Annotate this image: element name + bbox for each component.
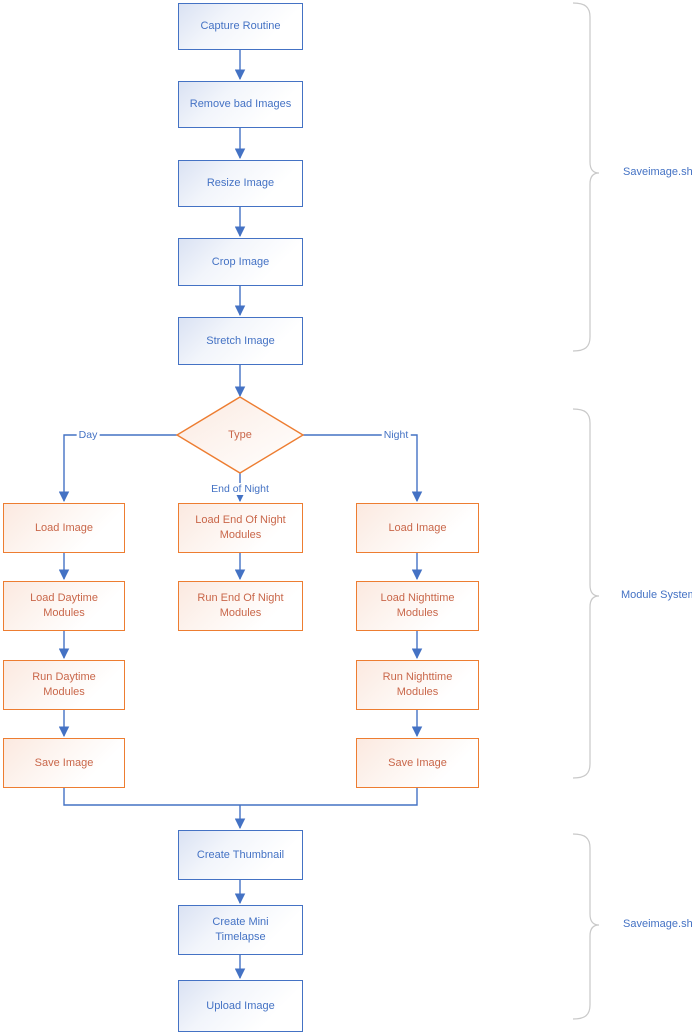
node-label: Resize Image [206,177,275,190]
node-label: Load Image [388,521,447,534]
node-crop-image: Crop Image [178,238,303,286]
node-remove-bad-images: Remove bad Images [178,81,303,128]
brace-label-saveimage-bottom: Saveimage.sh [623,918,692,930]
node-run-nighttime-modules: Run Nighttime Modules [356,660,479,710]
node-create-thumbnail: Create Thumbnail [178,830,303,880]
node-type-decision-shape [175,396,305,474]
node-label: Remove bad Images [189,98,292,111]
node-load-end-of-night-modules: Load End Of Night Modules [178,503,303,553]
edge-merge-bus [63,788,418,806]
node-run-daytime-modules: Run Daytime Modules [3,660,125,710]
node-label: Crop Image [211,255,270,268]
node-upload-image: Upload Image [178,980,303,1032]
node-label: Stretch Image [206,334,275,347]
brace-module-system [572,408,600,779]
node-load-image-day: Load Image [3,503,125,553]
node-label: Load End Of Night Modules [195,514,286,541]
node-label: Run Nighttime Modules [382,671,453,698]
brace-label-saveimage-top: Saveimage.sh [623,166,692,178]
node-label: Create Mini Timelapse [212,916,269,943]
node-label: Create Thumbnail [196,848,285,861]
brace-saveimage-top [572,2,600,352]
node-save-image-night: Save Image [356,738,479,788]
node-label: Upload Image [206,999,275,1012]
edge-label-day: Day [76,429,100,441]
node-create-mini-timelapse: Create Mini Timelapse [178,905,303,955]
node-save-image-day: Save Image [3,738,125,788]
node-label: Run Daytime Modules [32,671,96,698]
node-label: Save Image [34,756,94,769]
node-label: Load Nighttime Modules [380,592,455,619]
edge-label-night: Night [381,429,411,441]
node-label: Load Daytime Modules [30,592,98,619]
node-load-nighttime-modules: Load Nighttime Modules [356,581,479,631]
node-load-daytime-modules: Load Daytime Modules [3,581,125,631]
edge-type-night [303,434,423,503]
edge-type-day [58,434,177,503]
node-run-end-of-night-modules: Run End Of Night Modules [178,581,303,631]
node-capture-routine: Capture Routine [178,3,303,50]
brace-label-module-system: Module System [621,589,692,601]
node-type-decision-label: Type [228,429,252,441]
node-label: Capture Routine [200,20,281,33]
node-label: Run End Of Night Modules [197,592,284,619]
node-load-image-night: Load Image [356,503,479,553]
node-stretch-image: Stretch Image [178,317,303,365]
node-label: Save Image [388,756,447,769]
node-label: Load Image [34,521,94,534]
brace-saveimage-bottom [572,833,600,1020]
edge-label-end-of-night: End of Night [209,483,271,495]
node-resize-image: Resize Image [178,160,303,207]
